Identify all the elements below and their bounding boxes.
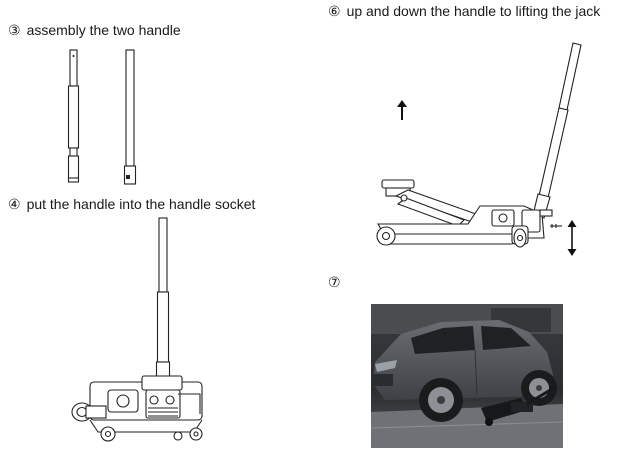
jack-frame [377, 205, 562, 245]
car-on-jack-photo [370, 304, 564, 448]
car-wheels [419, 370, 557, 422]
two-handle-parts-illustration [67, 49, 137, 185]
step-6-text: up and down the handle to lifting the ja… [346, 3, 601, 19]
step-3-caption: ③ assembly the two handle [8, 22, 181, 39]
step-7-caption: ⑦ [328, 274, 347, 291]
photo-jack [481, 384, 558, 426]
handle-tilted [532, 42, 582, 219]
step-6-number: ⑥ [328, 4, 341, 20]
step-3-number: ③ [8, 23, 21, 39]
handle-part-right [123, 49, 137, 185]
step-3-text: assembly the two handle [26, 22, 181, 38]
jack-body-front [71, 375, 203, 433]
arrow-up-down-icon [567, 220, 577, 256]
jack-wheels-side [376, 225, 529, 248]
step-4-number: ④ [8, 197, 21, 213]
car [373, 320, 553, 400]
step-7-number: ⑦ [328, 275, 341, 291]
step-4-text: put the handle into the handle socket [26, 196, 256, 212]
jack-lift-arm [381, 179, 477, 227]
step-4-caption: ④ put the handle into the handle socket [8, 196, 255, 213]
jack-wheels-front [100, 426, 203, 442]
step-6-caption: ⑥ up and down the handle to lifting the j… [328, 3, 600, 20]
handle-in-socket-illustration [71, 217, 203, 442]
arrow-up-icon [397, 100, 407, 120]
handle-part-left [67, 49, 80, 183]
jack-side-view-illustration [376, 42, 582, 248]
handle-in-socket [155, 217, 171, 387]
